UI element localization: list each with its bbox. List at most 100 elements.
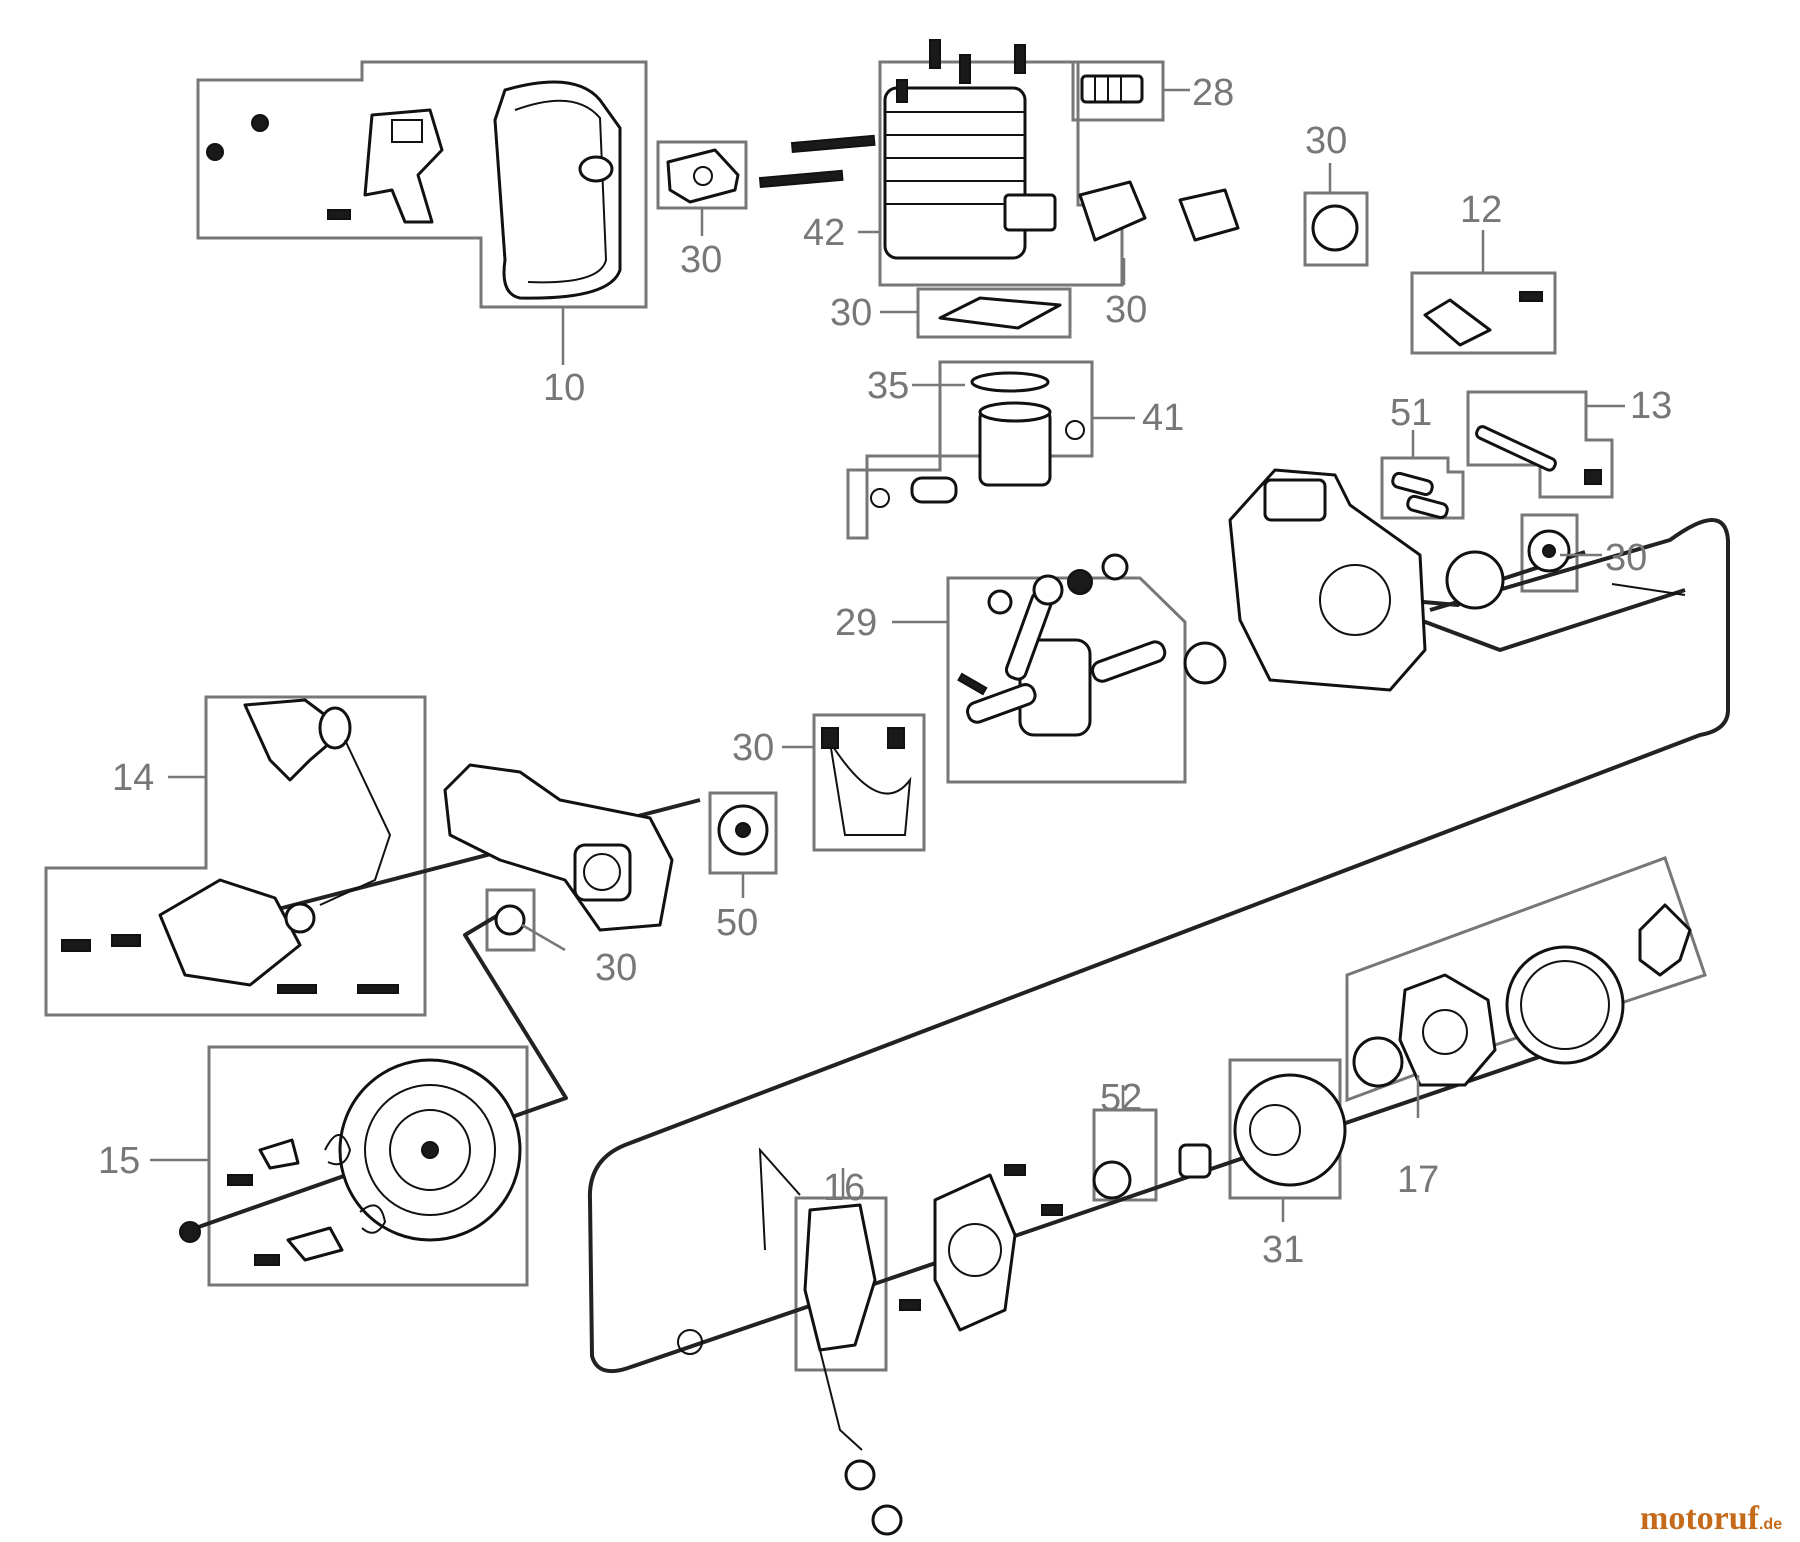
- piston-ring-part: [970, 371, 1050, 393]
- clutch-hub-part: [1638, 903, 1692, 977]
- callout-30-base: 30: [830, 292, 872, 334]
- carburetor-flange-part: [1178, 188, 1240, 242]
- callout-30-gasket: 30: [732, 727, 774, 769]
- small-oil-seal-part: [494, 904, 526, 936]
- nut-part: [251, 114, 269, 132]
- air-filter-cover-part: [493, 80, 622, 300]
- frame-13: [1466, 390, 1614, 499]
- callout-10: 10: [543, 367, 585, 409]
- needle-cage-part: [1067, 569, 1093, 595]
- callout-41: 41: [1142, 397, 1184, 439]
- clutch-spring-part: [1505, 945, 1625, 1065]
- flywheel-nut-part: [179, 1221, 201, 1243]
- clutch-drum-part: [1233, 1073, 1347, 1187]
- cylinder-screw-part: [929, 39, 941, 69]
- bar-nut-part: [1584, 469, 1602, 485]
- callout-14: 14: [112, 757, 154, 799]
- screw-part: [327, 209, 351, 220]
- woodruff-key-part: [957, 672, 988, 696]
- callout-50: 50: [716, 902, 758, 944]
- flywheel-screw-part: [227, 1174, 253, 1186]
- frame-30-crankcase-gasket: [812, 713, 926, 852]
- pawl-spring-part: [324, 1134, 352, 1166]
- callout-31: 31: [1262, 1229, 1304, 1271]
- pawl-spring-part: [359, 1204, 387, 1234]
- callout-51: 51: [1390, 392, 1432, 434]
- crankcase-gasket-part: [829, 741, 912, 836]
- pawl-part: [286, 1226, 344, 1262]
- ignition-module-part: [758, 1147, 877, 1451]
- cylinder-screw-part: [896, 79, 908, 103]
- clutch-shoes-part: [1398, 973, 1497, 1087]
- needle-bearing-part: [1178, 1143, 1212, 1179]
- roller-part: [1391, 471, 1434, 497]
- bracket-part: [1423, 298, 1492, 347]
- flange-gasket-part: [1078, 180, 1147, 242]
- gasket-tab-part: [821, 727, 839, 749]
- brand-name: motoruf: [1640, 1500, 1759, 1537]
- oil-pump-part: [158, 698, 392, 987]
- frame-16: [794, 1196, 888, 1372]
- crank-bearing-part: [1183, 641, 1227, 685]
- cover-screw-part: [1004, 1164, 1026, 1176]
- cover-screw-part: [1041, 1204, 1063, 1216]
- crankcase-half-part: [443, 763, 674, 932]
- callout-30-oilseal: 30: [595, 947, 637, 989]
- gasket-tab-part: [887, 727, 905, 749]
- piston-part: [978, 401, 1052, 487]
- washer-part: [677, 1329, 703, 1355]
- brand-tld: .de: [1758, 1516, 1783, 1533]
- flange-disc-part: [1311, 204, 1359, 252]
- bolt-part: [790, 134, 876, 154]
- crankshaft-part: [966, 574, 1167, 737]
- callout-35: 35: [867, 365, 909, 407]
- callout-15: 15: [98, 1140, 140, 1182]
- oil-seal-hub: [1542, 544, 1556, 558]
- cover-hole: [948, 1223, 1002, 1277]
- cap-part: [844, 1459, 876, 1491]
- leader-30-oilseal: [521, 923, 566, 952]
- nut-part: [206, 143, 224, 161]
- pump-pin-part: [357, 984, 399, 994]
- cylinder-screw-part: [959, 54, 971, 84]
- flywheel-part: [338, 1058, 522, 1242]
- crankcase-part: [1228, 468, 1427, 692]
- washer-part: [1101, 553, 1129, 581]
- pump-screw-part: [61, 939, 91, 952]
- callout-42: 42: [803, 212, 845, 254]
- piston-pin-part: [910, 476, 958, 504]
- bracket-screw-part: [1519, 291, 1543, 302]
- clutch-washer-part: [1352, 1036, 1404, 1088]
- circlip-part: [1065, 420, 1085, 440]
- intake-gasket-part: [666, 148, 740, 204]
- pump-screw-part: [111, 934, 141, 947]
- callout-30-flange: 30: [1105, 289, 1147, 331]
- bar-stud-part: [1475, 425, 1557, 472]
- spark-plug-part: [1080, 74, 1144, 104]
- intake-gasket-hole: [693, 166, 713, 186]
- cylinder-screw-part: [1014, 44, 1026, 74]
- pump-pin-part: [277, 984, 317, 994]
- bearing-plate-hub: [735, 822, 751, 838]
- callout-12: 12: [1460, 189, 1502, 231]
- callout-17: 17: [1397, 1159, 1439, 1201]
- callout-52: 52: [1100, 1077, 1142, 1119]
- roller-part: [1406, 494, 1449, 520]
- callout-30-intake: 30: [680, 239, 722, 281]
- filter-bracket-part: [363, 108, 444, 224]
- frame-14: [44, 695, 427, 1017]
- washer-part: [987, 589, 1013, 615]
- bearing-part: [1445, 550, 1505, 610]
- flywheel-screw-part: [254, 1254, 280, 1266]
- callout-30-seal: 30: [1605, 537, 1647, 579]
- callout-16: 16: [823, 1167, 865, 1209]
- axis-line-main: [587, 518, 1730, 1373]
- frame-10: [196, 60, 648, 309]
- clutch-washer-part: [1092, 1160, 1132, 1200]
- base-gasket-part: [938, 296, 1062, 330]
- chain-oiler-line-part: [1611, 583, 1686, 596]
- cylinder-part: [883, 86, 1057, 260]
- pawl-part: [258, 1138, 300, 1170]
- cover-screw-part: [899, 1299, 921, 1311]
